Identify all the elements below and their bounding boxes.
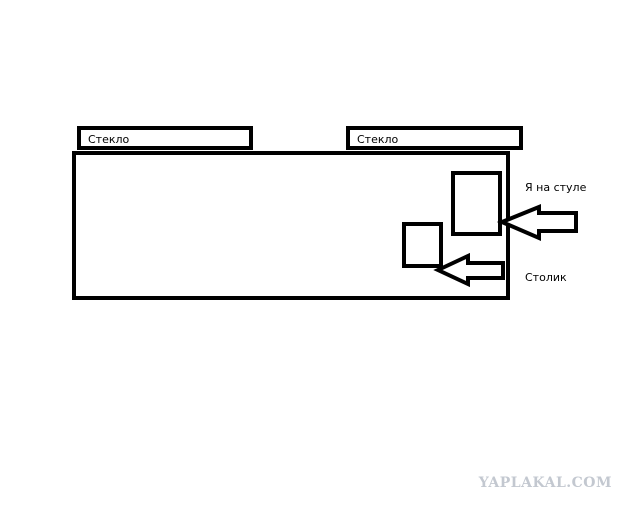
arrow-to-table [433,252,505,288]
label-me-on-chair: Я на стуле [525,181,587,194]
chair-box [451,171,502,236]
label-table: Столик [525,271,567,284]
watermark-text: YAPLAKAL.COM [478,475,612,491]
glass-panel-right [346,126,523,150]
glass-panel-right-label: Стекло [357,133,399,146]
glass-panel-left-label: Стекло [88,133,130,146]
arrow-to-chair [496,204,578,242]
glass-panel-left [77,126,253,150]
table-box [402,222,443,268]
